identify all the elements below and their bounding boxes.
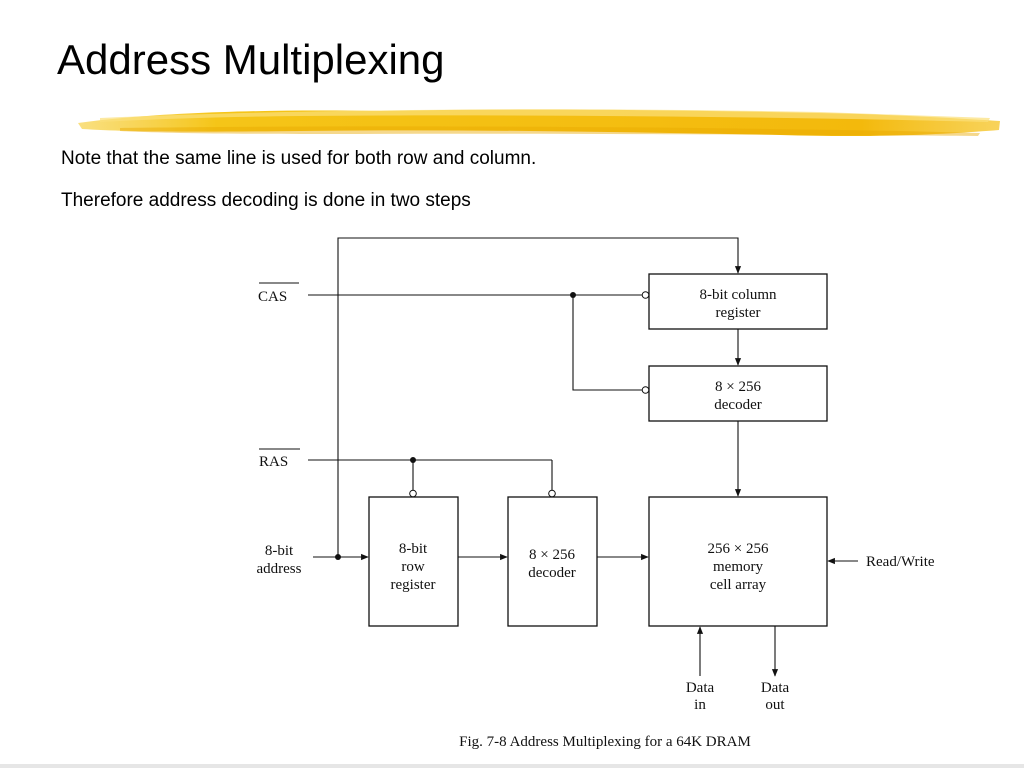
memory-array-block (648, 496, 828, 627)
memory-array-label-line1: 256 × 256 (708, 541, 769, 557)
row-decoder-label-line2: decoder (528, 565, 575, 581)
read-write-label: Read/Write (866, 554, 935, 570)
slide-title: Address Multiplexing (57, 36, 445, 83)
column-register-label-line1: 8-bit column (699, 287, 777, 303)
data-out-label-line2: out (765, 697, 785, 713)
column-decoder-label-line2: decoder (714, 397, 761, 413)
cas-column-decoder-bubble (641, 386, 650, 394)
ras-row-register-bubble (409, 489, 417, 498)
row-register-label-line3: register (391, 577, 436, 593)
row-register-label-line1: 8-bit (399, 541, 428, 557)
column-register-label-line2: register (716, 305, 761, 321)
cas-to-column-decoder-line (572, 295, 642, 391)
column-decoder-label-line1: 8 × 256 (715, 379, 761, 395)
data-in-label-line2: in (694, 697, 706, 713)
address-label-line2: address (257, 561, 302, 577)
data-in-label-line1: Data (686, 680, 715, 696)
address-to-column-register-line (337, 237, 742, 557)
footer-divider (0, 764, 1024, 768)
cas-column-register-bubble (641, 291, 650, 299)
memory-array-label-line3: cell array (710, 577, 767, 593)
row-register-label-line2: row (401, 559, 424, 575)
ras-label: RAS (259, 454, 288, 470)
cas-label: CAS (258, 289, 287, 305)
ras-row-decoder-bubble (548, 489, 556, 498)
address-label-line1: 8-bit (265, 543, 294, 559)
figure-caption: Fig. 7-8 Address Multiplexing for a 64K … (459, 734, 751, 750)
bullet-text-2: Therefore address decoding is done in tw… (61, 190, 471, 211)
memory-array-label-line2: memory (713, 559, 763, 575)
bullet-text-1: Note that the same line is used for both… (61, 148, 537, 169)
yellow-brush-divider (78, 109, 1000, 137)
data-out-label-line1: Data (761, 680, 790, 696)
row-decoder-label-line1: 8 × 256 (529, 547, 575, 563)
